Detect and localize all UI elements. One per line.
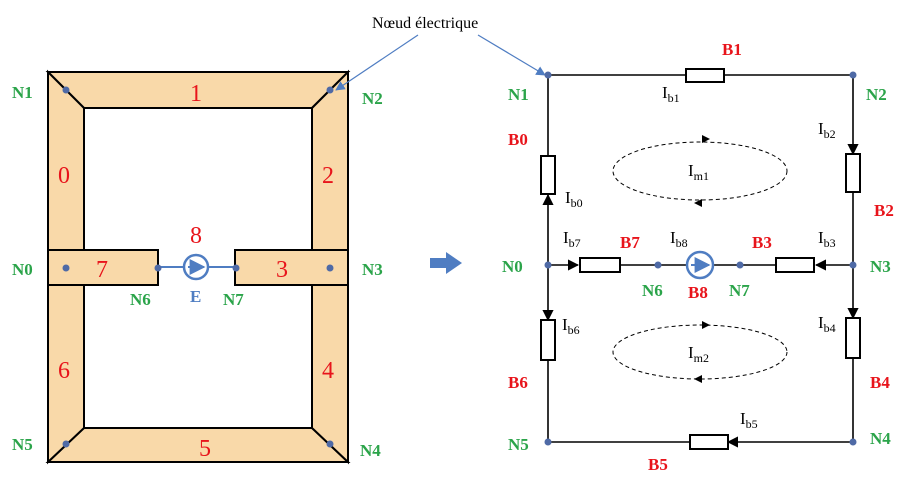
right-node-dots bbox=[544, 71, 857, 446]
left-node-n7: N7 bbox=[223, 290, 244, 309]
right-node-n3: N3 bbox=[870, 257, 891, 276]
mesh-label-m2: Im2 bbox=[688, 343, 709, 365]
branch-b0: B0 bbox=[508, 130, 528, 149]
right-node-n0: N0 bbox=[502, 257, 523, 276]
mesh-loops bbox=[612, 141, 788, 380]
branch-b3: B3 bbox=[752, 233, 772, 252]
resistor-b7 bbox=[579, 257, 621, 273]
resistor-b3 bbox=[775, 257, 815, 273]
resistor-b6 bbox=[540, 319, 556, 361]
resistors bbox=[540, 68, 861, 450]
left-node-n5: N5 bbox=[12, 435, 33, 454]
mesh-label-m1: Im1 bbox=[688, 161, 709, 183]
branch-b1: B1 bbox=[722, 40, 742, 59]
rnode-dot-n5 bbox=[544, 438, 552, 446]
resistor-b0 bbox=[540, 155, 556, 195]
current-label-b5: Ib5 bbox=[740, 409, 758, 431]
transform-arrow-icon bbox=[430, 252, 462, 274]
segment-label-4: 4 bbox=[322, 358, 334, 384]
node-dot-n6 bbox=[154, 264, 162, 272]
resistor-b4 bbox=[845, 317, 861, 359]
circuit-wires bbox=[542, 74, 859, 448]
segment-label-2: 2 bbox=[322, 163, 334, 189]
rnode-dot-n3 bbox=[849, 261, 857, 269]
node-dot-n1 bbox=[62, 86, 70, 94]
right-node-n4: N4 bbox=[870, 429, 891, 448]
current-label-b4: Ib4 bbox=[818, 313, 836, 335]
right-node-n5: N5 bbox=[508, 435, 529, 454]
mesh-loop-1 bbox=[612, 141, 788, 201]
current-label-b8: Ib8 bbox=[670, 228, 688, 250]
left-node-n0: N0 bbox=[12, 260, 33, 279]
current-label-b6: Ib6 bbox=[562, 315, 580, 337]
segment-label-3: 3 bbox=[276, 257, 288, 283]
callout-label: Nœud électrique bbox=[372, 15, 478, 32]
current-label-b0: Ib0 bbox=[565, 188, 583, 210]
left-node-n2: N2 bbox=[362, 89, 383, 108]
node-dot-n5 bbox=[62, 440, 70, 448]
left-node-n6: N6 bbox=[130, 290, 151, 309]
rnode-dot-n7 bbox=[736, 261, 744, 269]
current-label-b1: Ib1 bbox=[662, 83, 680, 105]
branch-b6: B6 bbox=[508, 373, 528, 392]
rnode-dot-n2 bbox=[849, 71, 857, 79]
right-node-n2: N2 bbox=[866, 85, 887, 104]
node-dot-n4 bbox=[326, 440, 334, 448]
right-node-n6: N6 bbox=[642, 281, 663, 300]
mesh-loop-2 bbox=[612, 324, 788, 380]
right-node-n7: N7 bbox=[729, 281, 750, 300]
left-node-n1: N1 bbox=[12, 83, 33, 102]
source-label: E bbox=[190, 287, 201, 306]
node-dot-n3 bbox=[326, 264, 334, 272]
branch-b4: B4 bbox=[870, 373, 890, 392]
callout-arrow-left bbox=[335, 34, 419, 91]
segment-label-5: 5 bbox=[199, 436, 211, 462]
current-label-b2: Ib2 bbox=[818, 119, 836, 141]
resistor-b5 bbox=[689, 434, 729, 450]
rnode-dot-n4 bbox=[849, 438, 857, 446]
segment-label-7: 7 bbox=[96, 257, 108, 283]
segment-5 bbox=[45, 427, 351, 463]
resistor-b1 bbox=[685, 68, 725, 83]
resistor-b2 bbox=[845, 153, 861, 193]
node-dot-n7 bbox=[232, 264, 240, 272]
segment-label-1: 1 bbox=[190, 81, 202, 107]
callout-arrow-right bbox=[477, 34, 546, 76]
rnode-dot-n0 bbox=[544, 261, 552, 269]
node-dot-n2 bbox=[326, 86, 334, 94]
branch-b7: B7 bbox=[620, 233, 640, 252]
current-label-b7: Ib7 bbox=[563, 228, 581, 250]
segment-label-8: 8 bbox=[190, 223, 202, 249]
rnode-dot-n1 bbox=[544, 71, 552, 79]
right-node-n1: N1 bbox=[508, 85, 529, 104]
left-node-n3: N3 bbox=[362, 260, 383, 279]
mesh-arrows bbox=[694, 135, 710, 383]
branch-b8: B8 bbox=[688, 283, 708, 302]
rnode-dot-n6 bbox=[654, 261, 662, 269]
segment-label-0: 0 bbox=[58, 163, 70, 189]
left-node-n4: N4 bbox=[360, 441, 381, 460]
left-node-dots bbox=[62, 86, 334, 448]
branch-b2: B2 bbox=[874, 201, 894, 220]
seven-segment-frame bbox=[45, 69, 351, 465]
segment-label-6: 6 bbox=[58, 358, 70, 384]
current-source-b8-icon bbox=[685, 250, 715, 280]
node-dot-n0 bbox=[62, 264, 70, 272]
branch-b5: B5 bbox=[648, 455, 668, 474]
current-label-b3: Ib3 bbox=[818, 228, 836, 250]
